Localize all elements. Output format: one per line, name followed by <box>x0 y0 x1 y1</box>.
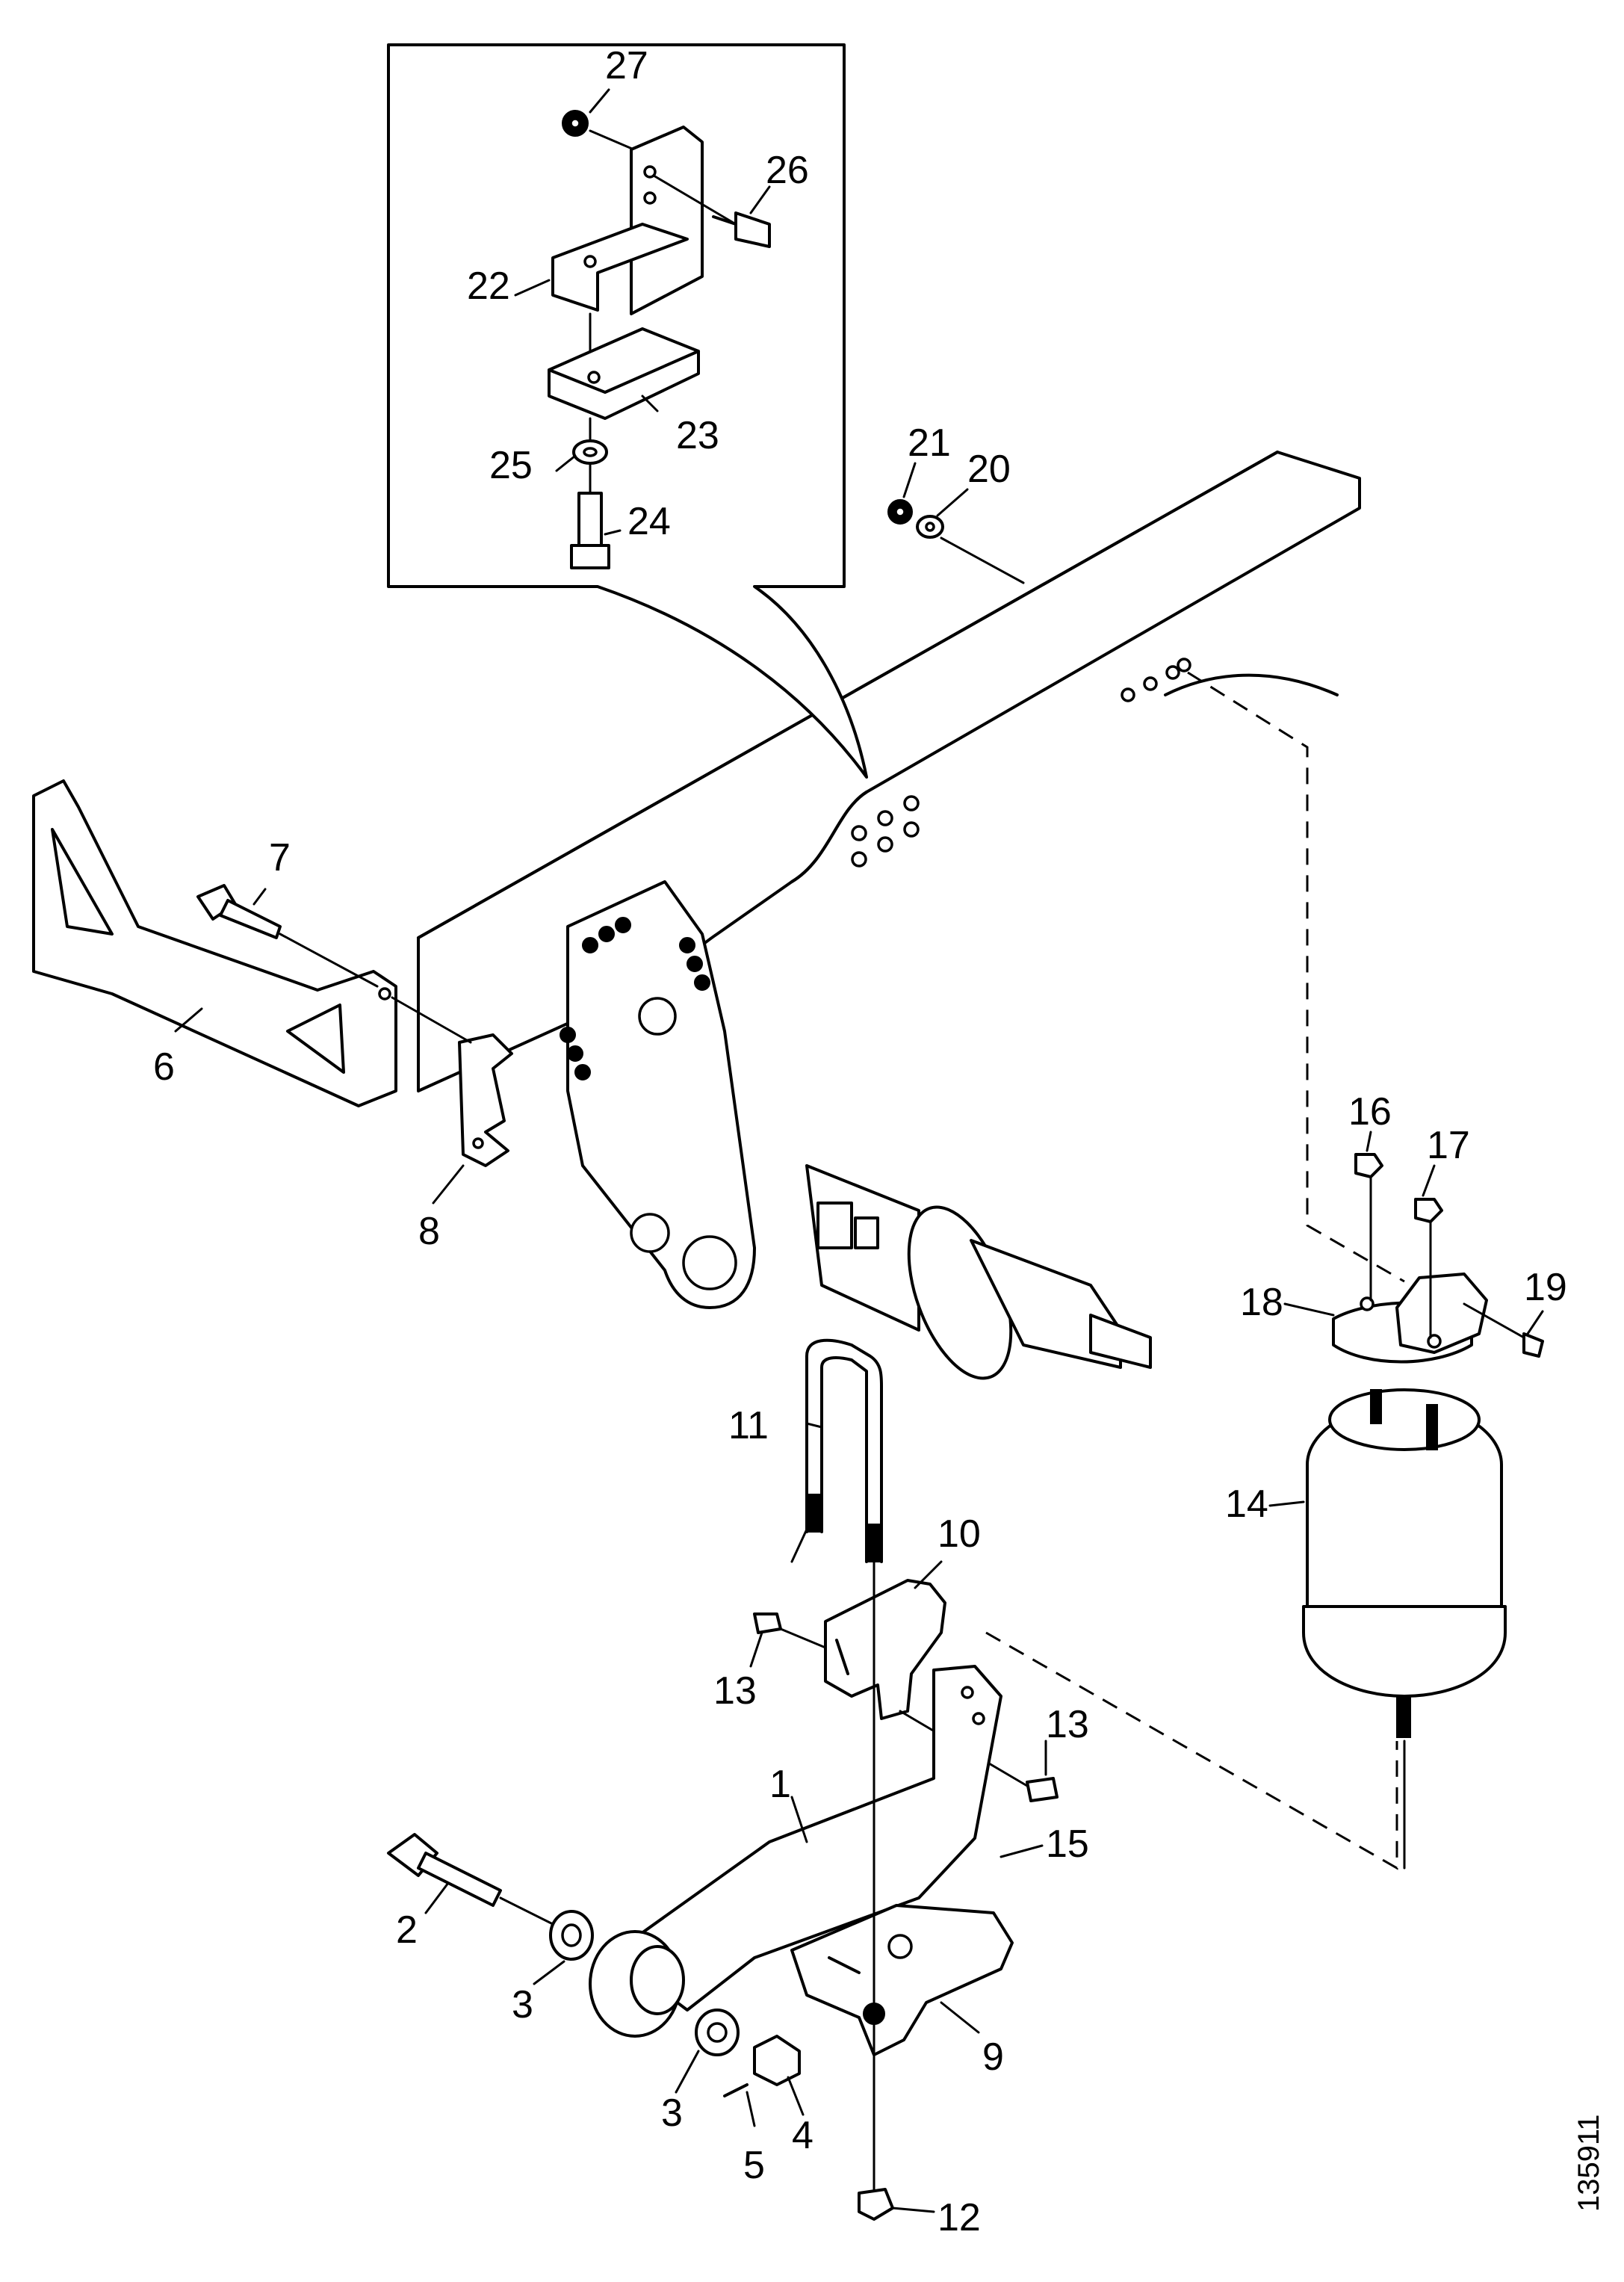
part-2-bolt <box>387 1833 554 1926</box>
callout-24: 24 <box>627 500 671 543</box>
part-1-trailing-arm <box>589 1665 1002 2038</box>
part-14-air-spring <box>1302 1388 1507 1738</box>
callout-11: 11 <box>728 1404 769 1447</box>
callout-3-lower: 3 <box>661 2091 683 2135</box>
callout-13-left: 13 <box>713 1669 757 1713</box>
callout-5: 5 <box>743 2144 765 2187</box>
callout-7: 7 <box>269 836 291 879</box>
part-6-bracket <box>32 779 397 1107</box>
callout-6: 6 <box>153 1045 175 1089</box>
callout-18: 18 <box>1240 1281 1283 1324</box>
part-11-u-bolt <box>805 1338 883 1563</box>
callout-10: 10 <box>937 1512 981 1556</box>
part-22-block <box>551 223 689 312</box>
callout-17: 17 <box>1427 1124 1470 1167</box>
callout-labels: 1 2 3 3 4 5 6 7 8 9 10 11 12 13 13 14 15… <box>153 44 1567 2239</box>
callout-3-upper: 3 <box>512 1983 533 2026</box>
callout-2: 2 <box>396 1908 418 1952</box>
hanger-bracket <box>560 880 756 1309</box>
callout-25: 25 <box>489 444 533 487</box>
part-7-bolt <box>196 884 379 988</box>
callout-19: 19 <box>1524 1266 1567 1309</box>
parts-16-19 <box>1332 1153 1544 1364</box>
callout-20: 20 <box>967 448 1011 491</box>
callout-13-right: 13 <box>1046 1703 1089 1746</box>
detail-inset <box>387 43 868 779</box>
bracket-bolts <box>560 917 710 1080</box>
callout-9: 9 <box>982 2035 1004 2079</box>
part-12-nut <box>858 2188 894 2221</box>
callout-26: 26 <box>766 149 809 192</box>
dashed-guide-top <box>1187 671 1405 1283</box>
reference-number: 135911 <box>1572 2114 1605 2212</box>
callout-8: 8 <box>418 1210 440 1253</box>
frame-holes <box>851 658 1191 868</box>
part-3-washers <box>549 1910 740 2056</box>
callout-4: 4 <box>792 2114 813 2157</box>
callout-21: 21 <box>908 421 951 465</box>
axle-spindle <box>805 1164 1152 1380</box>
part-23-pad <box>548 327 700 420</box>
callout-23: 23 <box>676 414 719 457</box>
leader-lines <box>174 88 1544 2213</box>
callout-12: 12 <box>937 2196 981 2239</box>
callout-1: 1 <box>769 1763 791 1806</box>
part-24-bolt <box>570 492 610 569</box>
callout-27: 27 <box>605 44 648 87</box>
parts-20-21 <box>887 499 1025 584</box>
callout-22: 22 <box>467 265 510 308</box>
part-10-clamp <box>824 1579 946 1720</box>
callout-15: 15 <box>1046 1822 1089 1866</box>
dashed-guide-bottom <box>985 1631 1398 1870</box>
parts-4-5 <box>723 2035 801 2097</box>
callout-14: 14 <box>1225 1482 1268 1526</box>
callout-16: 16 <box>1348 1090 1392 1134</box>
part-26-bolt <box>652 174 771 248</box>
part-8-plate <box>391 996 513 1167</box>
